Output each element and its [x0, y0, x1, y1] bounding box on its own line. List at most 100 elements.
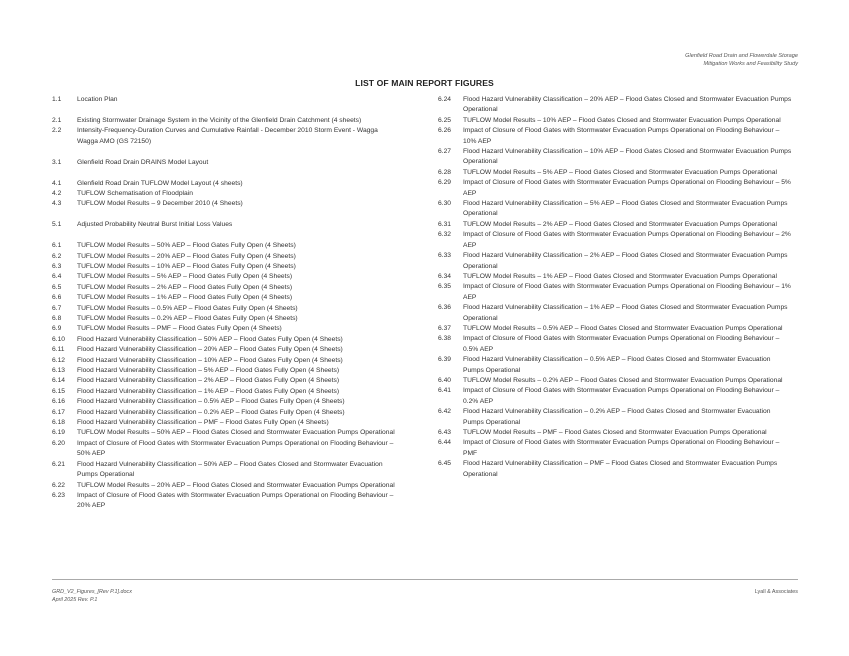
figure-number: 6.25: [438, 116, 452, 124]
figure-number: 2.1: [52, 116, 62, 124]
figure-title: TUFLOW Model Results – PMF – Flood Gates…: [77, 325, 282, 333]
figure-list-item: 6.38 Impact of Closure of Flood Gates wit…: [438, 334, 793, 355]
figure-title: Impact of Closure of Flood Gates with St…: [463, 387, 780, 405]
footer-company: Lyall & Associates: [754, 589, 798, 595]
figure-number: 6.19: [52, 429, 66, 437]
figure-number: 6.29: [438, 179, 452, 187]
figure-list-item: 6.25 TUFLOW Model Results – 10% AEP – Flo…: [438, 116, 793, 126]
figure-title: Glenfield Road Drain TUFLOW Model Layout…: [77, 179, 243, 187]
figure-number: 6.37: [438, 324, 452, 332]
figure-title: Impact of Closure of Flood Gates with St…: [463, 127, 780, 145]
figure-number: 6.21: [52, 460, 66, 468]
figure-list-item: 6.19 TUFLOW Model Results – 50% AEP – Flo…: [52, 428, 397, 438]
header-line-1: Glenfield Road Drain and Flowerdale Stor…: [685, 53, 798, 59]
figure-number: 6.12: [52, 356, 66, 364]
figure-list-item: 6.27 Flood Hazard Vulnerability Classific…: [438, 147, 793, 168]
figure-title: TUFLOW Model Results – 20% AEP – Flood G…: [77, 252, 296, 260]
figure-title: Flood Hazard Vulnerability Classificatio…: [77, 335, 343, 343]
header-line-2: Mitigation Works and Feasibility Study: [703, 61, 798, 68]
figure-number: 6.27: [438, 148, 452, 156]
figure-list-item: 6.15 Flood Hazard Vulnerability Classific…: [52, 387, 397, 397]
figure-title: Flood Hazard Vulnerability Classificatio…: [77, 398, 345, 406]
figure-number: 6.20: [52, 439, 66, 447]
footer-left: GRD_V2_Figures_[Rev P.1].docx April 2025…: [52, 588, 132, 604]
figure-title: TUFLOW Model Results – 1% AEP – Flood Ga…: [463, 272, 777, 280]
figure-title: TUFLOW Model Results – 50% AEP – Flood G…: [77, 242, 296, 250]
figure-number: 6.13: [52, 367, 66, 375]
figure-number: 6.2: [52, 252, 62, 260]
figure-list-item: 6.42 Flood Hazard Vulnerability Classific…: [438, 407, 793, 428]
document-header: Glenfield Road Drain and Flowerdale Stor…: [685, 52, 798, 69]
figure-title: Flood Hazard Vulnerability Classificatio…: [463, 148, 792, 166]
footer-divider: [52, 579, 798, 580]
figure-number: 6.32: [438, 231, 452, 239]
figure-title: Impact of Closure of Flood Gates with St…: [463, 335, 780, 353]
figure-number: 6.45: [438, 460, 452, 468]
figure-number: 6.15: [52, 387, 66, 395]
figure-title: Flood Hazard Vulnerability Classificatio…: [77, 356, 343, 364]
figure-number: 6.26: [438, 127, 452, 135]
figure-number: 6.9: [52, 325, 62, 333]
figure-number: 4.2: [52, 189, 62, 197]
figure-title: Intensity-Frequency-Duration Curves and …: [77, 127, 378, 145]
figure-list-item: 6.41 Impact of Closure of Flood Gates wit…: [438, 386, 793, 407]
figure-list-item: 6.1 TUFLOW Model Results – 50% AEP – Floo…: [52, 241, 397, 251]
figure-title: Adjusted Probability Neutral Burst Initi…: [77, 221, 233, 229]
figure-number: 6.28: [438, 168, 452, 176]
figure-number: 6.14: [52, 377, 66, 385]
figure-number: 6.35: [438, 283, 452, 291]
figure-number: 6.31: [438, 220, 452, 228]
figure-title: TUFLOW Model Results – 9 December 2010 (…: [77, 200, 243, 208]
figure-title: TUFLOW Model Results – 10% AEP – Flood G…: [463, 116, 781, 124]
figure-title: Flood Hazard Vulnerability Classificatio…: [463, 356, 771, 374]
figure-number: 4.1: [52, 179, 62, 187]
figure-title: Glenfield Road Drain DRAINS Model Layout: [77, 158, 209, 166]
figure-title: TUFLOW Model Results – 0.5% AEP – Flood …: [463, 324, 783, 332]
figure-number: 6.40: [438, 376, 452, 384]
figure-title: Flood Hazard Vulnerability Classificatio…: [77, 387, 340, 395]
figure-title: Flood Hazard Vulnerability Classificatio…: [77, 346, 343, 354]
figure-number: 6.38: [438, 335, 452, 343]
figure-title: Impact of Closure of Flood Gates with St…: [463, 179, 791, 197]
figure-number: 6.36: [438, 304, 452, 312]
figure-title: TUFLOW Model Results – 20% AEP – Flood G…: [77, 481, 395, 489]
figure-title: Flood Hazard Vulnerability Classificatio…: [463, 408, 771, 426]
figure-title: TUFLOW Model Results – 50% AEP – Flood G…: [77, 429, 395, 437]
figure-number: 6.11: [52, 346, 65, 354]
figure-number: 6.41: [438, 387, 452, 395]
figure-title: TUFLOW Model Results – PMF – Flood Gates…: [463, 429, 767, 436]
figure-number: 6.7: [52, 304, 62, 312]
figure-number: 6.1: [52, 242, 62, 250]
figure-number: 6.22: [52, 481, 66, 489]
figure-title: TUFLOW Model Results – 2% AEP – Flood Ga…: [463, 220, 777, 228]
figure-number: 6.42: [438, 408, 452, 416]
figure-number: 6.44: [438, 439, 452, 447]
figure-title: TUFLOW Model Results – 2% AEP – Flood Ga…: [77, 283, 293, 291]
figure-list-item: 6.22 TUFLOW Model Results – 20% AEP – Flo…: [52, 481, 397, 491]
figure-number: 6.18: [52, 419, 66, 427]
figure-title: TUFLOW Model Results – 0.2% AEP – Flood …: [77, 315, 298, 322]
